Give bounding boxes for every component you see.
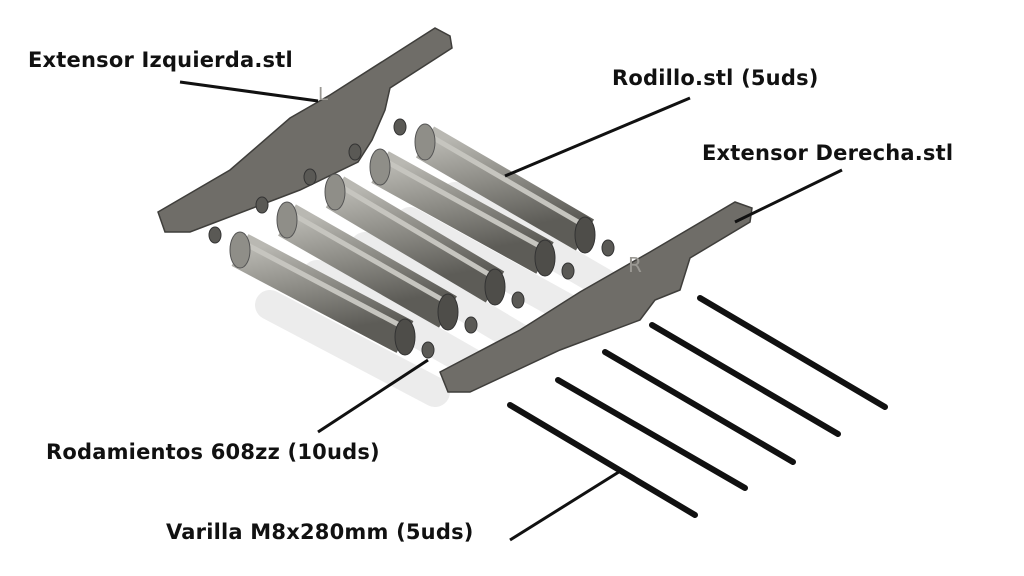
label-left-extensor: Extensor Izquierda.stl <box>28 48 293 72</box>
leader-right-extensor <box>734 168 843 224</box>
roller-end-cap <box>484 268 506 306</box>
threaded-rod <box>697 295 888 410</box>
bearing <box>561 262 575 280</box>
roller-highlight <box>423 130 587 229</box>
bearing <box>421 341 435 359</box>
roller-shadow <box>255 290 450 407</box>
bearing <box>303 168 317 186</box>
bearing <box>348 143 362 161</box>
roller-body <box>231 234 414 353</box>
leader-rod <box>509 468 623 542</box>
threaded-rod <box>649 322 841 437</box>
roller-end-cap <box>574 216 596 254</box>
roller-end-cap <box>369 148 391 186</box>
left-extensor-part <box>157 27 453 233</box>
label-right-extensor: Extensor Derecha.stl <box>702 141 954 165</box>
roller-end-cap <box>229 231 251 269</box>
roller-highlight <box>285 208 450 306</box>
roller-end-cap <box>534 239 556 277</box>
left-extensor-letter: L <box>318 84 328 105</box>
roller-highlight <box>333 180 497 281</box>
roller-highlight <box>378 155 547 252</box>
label-rod: Varilla M8x280mm (5uds) <box>166 520 474 544</box>
right-extensor-part <box>439 201 753 393</box>
roller-end-cap <box>324 173 346 211</box>
roller-body <box>278 204 457 328</box>
leader-left-extensor <box>179 80 319 103</box>
label-roller: Rodillo.stl (5uds) <box>612 66 819 90</box>
threaded-rod <box>602 349 796 465</box>
roller-highlight <box>238 238 407 331</box>
roller-body <box>325 176 505 303</box>
roller-end-cap <box>276 201 298 239</box>
roller-end-cap <box>437 293 459 331</box>
roller-end-cap <box>394 318 416 356</box>
roller-body <box>415 126 595 251</box>
bearing <box>601 239 615 257</box>
roller-body <box>371 151 554 274</box>
bearing <box>208 226 222 244</box>
bearing <box>255 196 269 214</box>
leader-roller <box>504 96 691 178</box>
bearing <box>464 316 478 334</box>
right-extensor-letter: R <box>628 253 642 277</box>
label-bearings: Rodamientos 608zz (10uds) <box>46 440 380 464</box>
threaded-rod <box>507 402 698 518</box>
roller-end-cap <box>414 123 436 161</box>
bearing <box>511 291 525 309</box>
threaded-rod <box>555 377 748 491</box>
bearing <box>393 118 407 136</box>
leader-bearings <box>317 358 429 434</box>
